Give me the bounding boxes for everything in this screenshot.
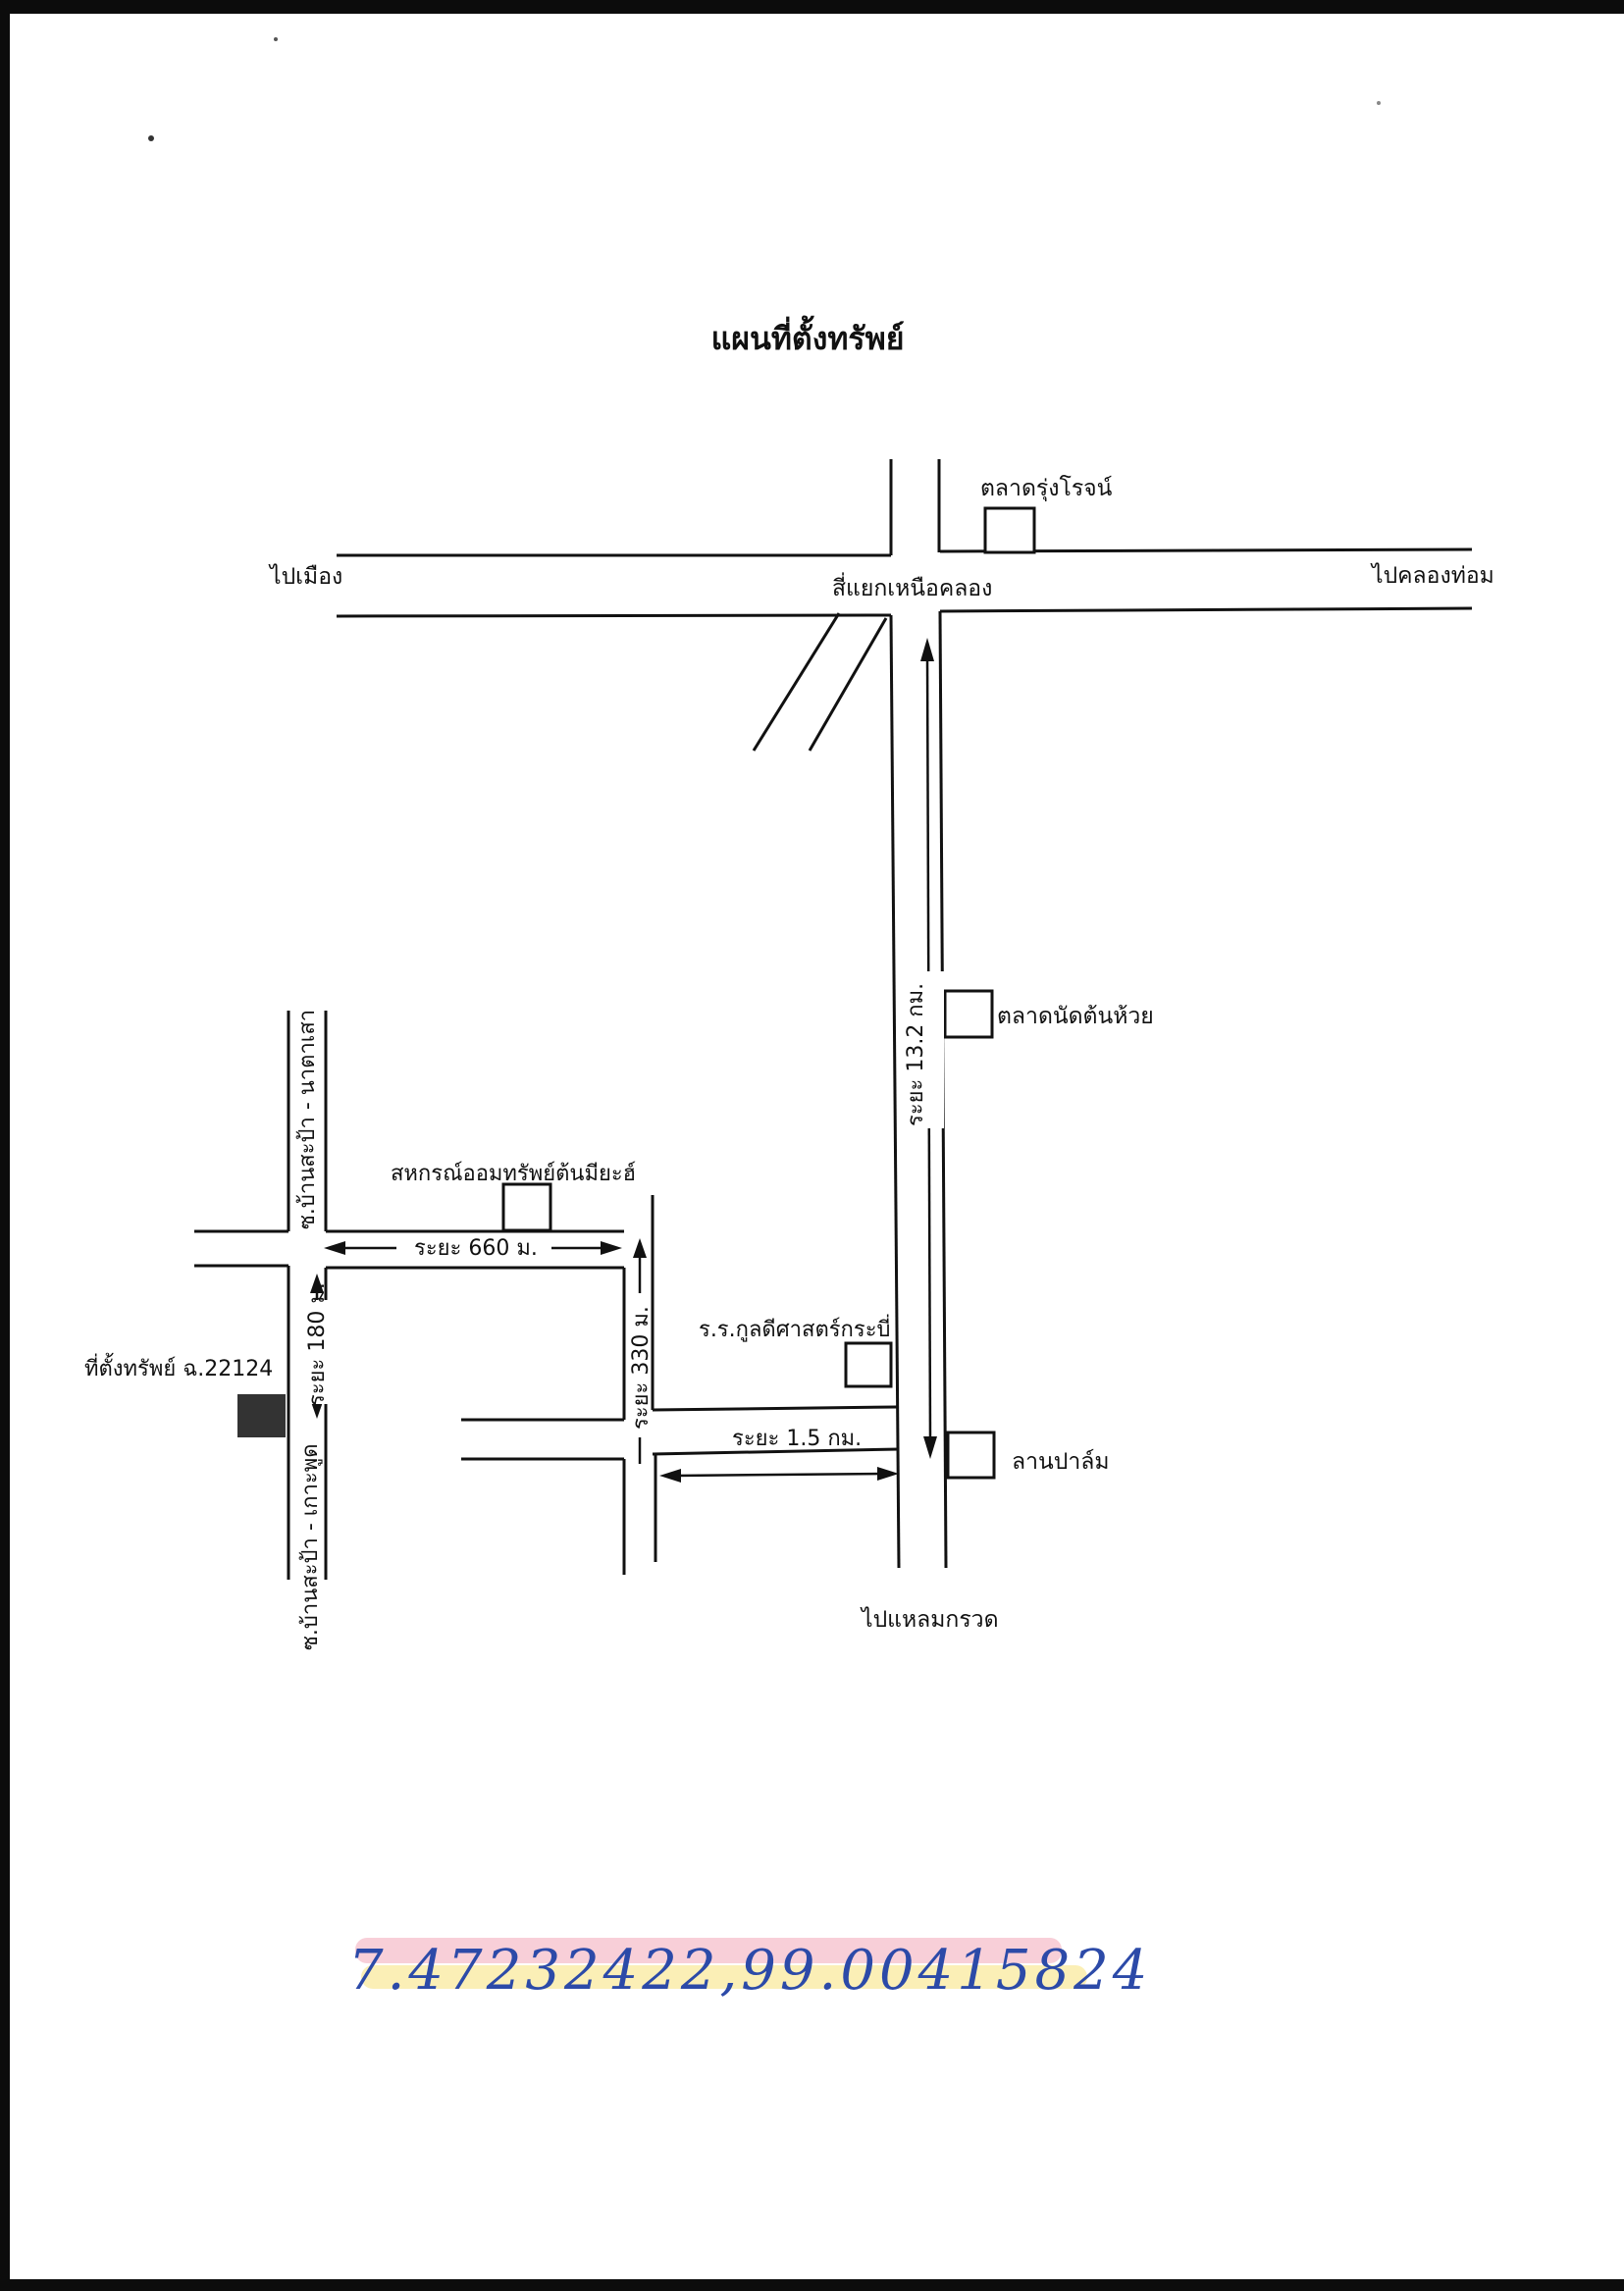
diagonal-road-edge-1 <box>752 612 841 752</box>
market-ton-huai-label: ตลาดนัดต้นห้วย <box>997 1004 1154 1029</box>
dimension-330m-label: ระยะ 330 ม. <box>629 1306 654 1430</box>
dimension-660m-arrow-right <box>601 1241 622 1255</box>
label-soi-south: ซ.บ้านสะป้า - เกาะพูด <box>298 1443 323 1650</box>
school-label: ร.ร.กูลดีศาสตร์กระบี่ <box>699 1314 890 1342</box>
branch-road-north-edge <box>652 1405 898 1412</box>
market-ton-huai-marker <box>943 989 994 1039</box>
label-to-city: ไปเมือง <box>268 563 342 590</box>
cooperative-marker <box>501 1182 552 1232</box>
dimension-1-5km-label: ระยะ 1.5 กม. <box>732 1427 862 1451</box>
dimension-180m-label: ระยะ 180 ม. <box>305 1282 330 1406</box>
label-to-khlong-thom: ไปคลองท่อม <box>1370 562 1494 589</box>
main-road-south-edge-right <box>939 606 1473 613</box>
property-marker <box>237 1394 286 1437</box>
market-rung-rot-label: ตลาดรุ่งโรจน์ <box>980 475 1113 501</box>
main-road-south-edge-left <box>336 613 892 618</box>
dimension-1-5km-arrow-right <box>877 1467 899 1481</box>
dimension-main-road-gap <box>917 971 944 1128</box>
market-rung-rot-marker <box>983 506 1036 554</box>
property-label: ที่ตั้งทรัพย์ ฉ.22124 <box>84 1353 273 1381</box>
dimension-main-road-arrow-bottom <box>923 1436 937 1459</box>
dimension-180m-arrow-top <box>310 1274 324 1293</box>
dimension-main-road-arrow-top <box>920 638 934 661</box>
dimension-180m-gap <box>300 1300 334 1404</box>
label-intersection: สี่แยกเหนือคลอง <box>832 572 992 601</box>
diagonal-road-edge-2 <box>808 617 888 752</box>
label-to-laem-kruat: ไปแหลมกรวด <box>860 1606 999 1633</box>
south-road-left-edge <box>889 614 901 1569</box>
branch-road-south-edge-2 <box>652 1447 900 1456</box>
highlight-yellow-stroke <box>361 1965 1087 1989</box>
scan-speck <box>274 37 278 41</box>
cooperative-label: สหกรณ์ออมทรัพย์ต้นมียะฮ์ <box>391 1162 636 1186</box>
dimension-1-5km-line <box>674 1472 884 1478</box>
highlight-pink-stroke <box>355 1938 1062 1963</box>
dimension-main-road-label: ระยะ 13.2 กม. <box>904 983 928 1126</box>
dimension-330m-arrow-top <box>633 1238 647 1258</box>
dimension-660m-arrow-left <box>324 1241 345 1255</box>
palm-yard-label: ลานปาล์ม <box>1012 1448 1110 1475</box>
scan-speck <box>148 135 154 141</box>
school-marker <box>844 1341 893 1388</box>
dimension-1-5km-arrow-left <box>659 1469 681 1483</box>
handwritten-coordinates: 7.47232422,99.00415824 <box>348 1939 1151 2003</box>
map-title: แผนที่ตั้งทรัพย์ <box>711 315 905 357</box>
palm-yard-marker <box>946 1431 996 1480</box>
dimension-660m-label: ระยะ 660 ม. <box>414 1236 538 1261</box>
label-soi-north: ซ.บ้านสะป้า - นาตาเสา <box>295 1010 320 1229</box>
scan-speck <box>1377 101 1381 105</box>
